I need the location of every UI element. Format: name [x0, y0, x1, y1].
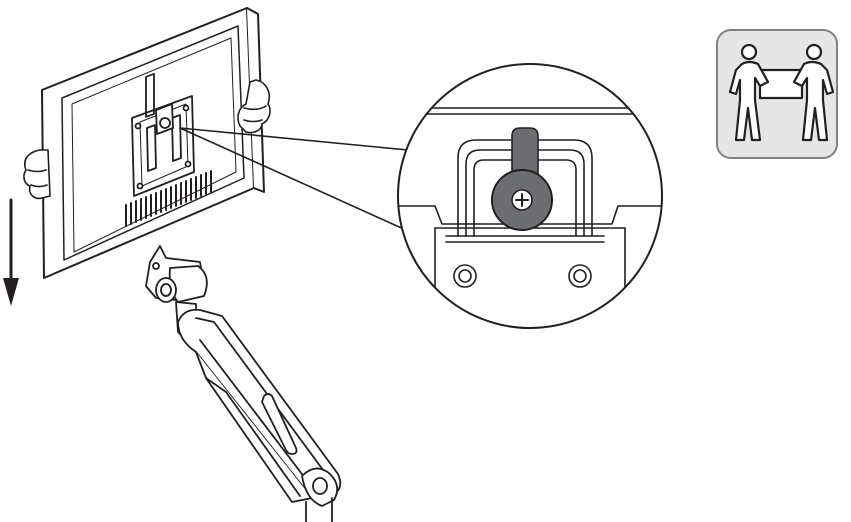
mounting-hole-right [568, 264, 592, 288]
down-arrow-icon [3, 198, 19, 306]
leader-lines [179, 127, 429, 241]
left-hand [23, 149, 51, 200]
vesa-screw [159, 117, 171, 129]
monitor-inner-bevel-2 [71, 37, 237, 253]
vent-slots [125, 170, 212, 227]
arm-upper-segment [177, 308, 342, 499]
arm-cable-slot [261, 393, 298, 455]
detail-view [397, 63, 663, 329]
monitor-arm [145, 245, 342, 522]
right-hand [237, 79, 271, 134]
two-person-lift-icon [716, 29, 838, 159]
monitor [23, 7, 271, 279]
monitor-inner-bevel [61, 25, 245, 261]
mounting-hole-left [453, 264, 477, 288]
hook-tab [511, 127, 539, 179]
vesa-plate [131, 72, 195, 197]
